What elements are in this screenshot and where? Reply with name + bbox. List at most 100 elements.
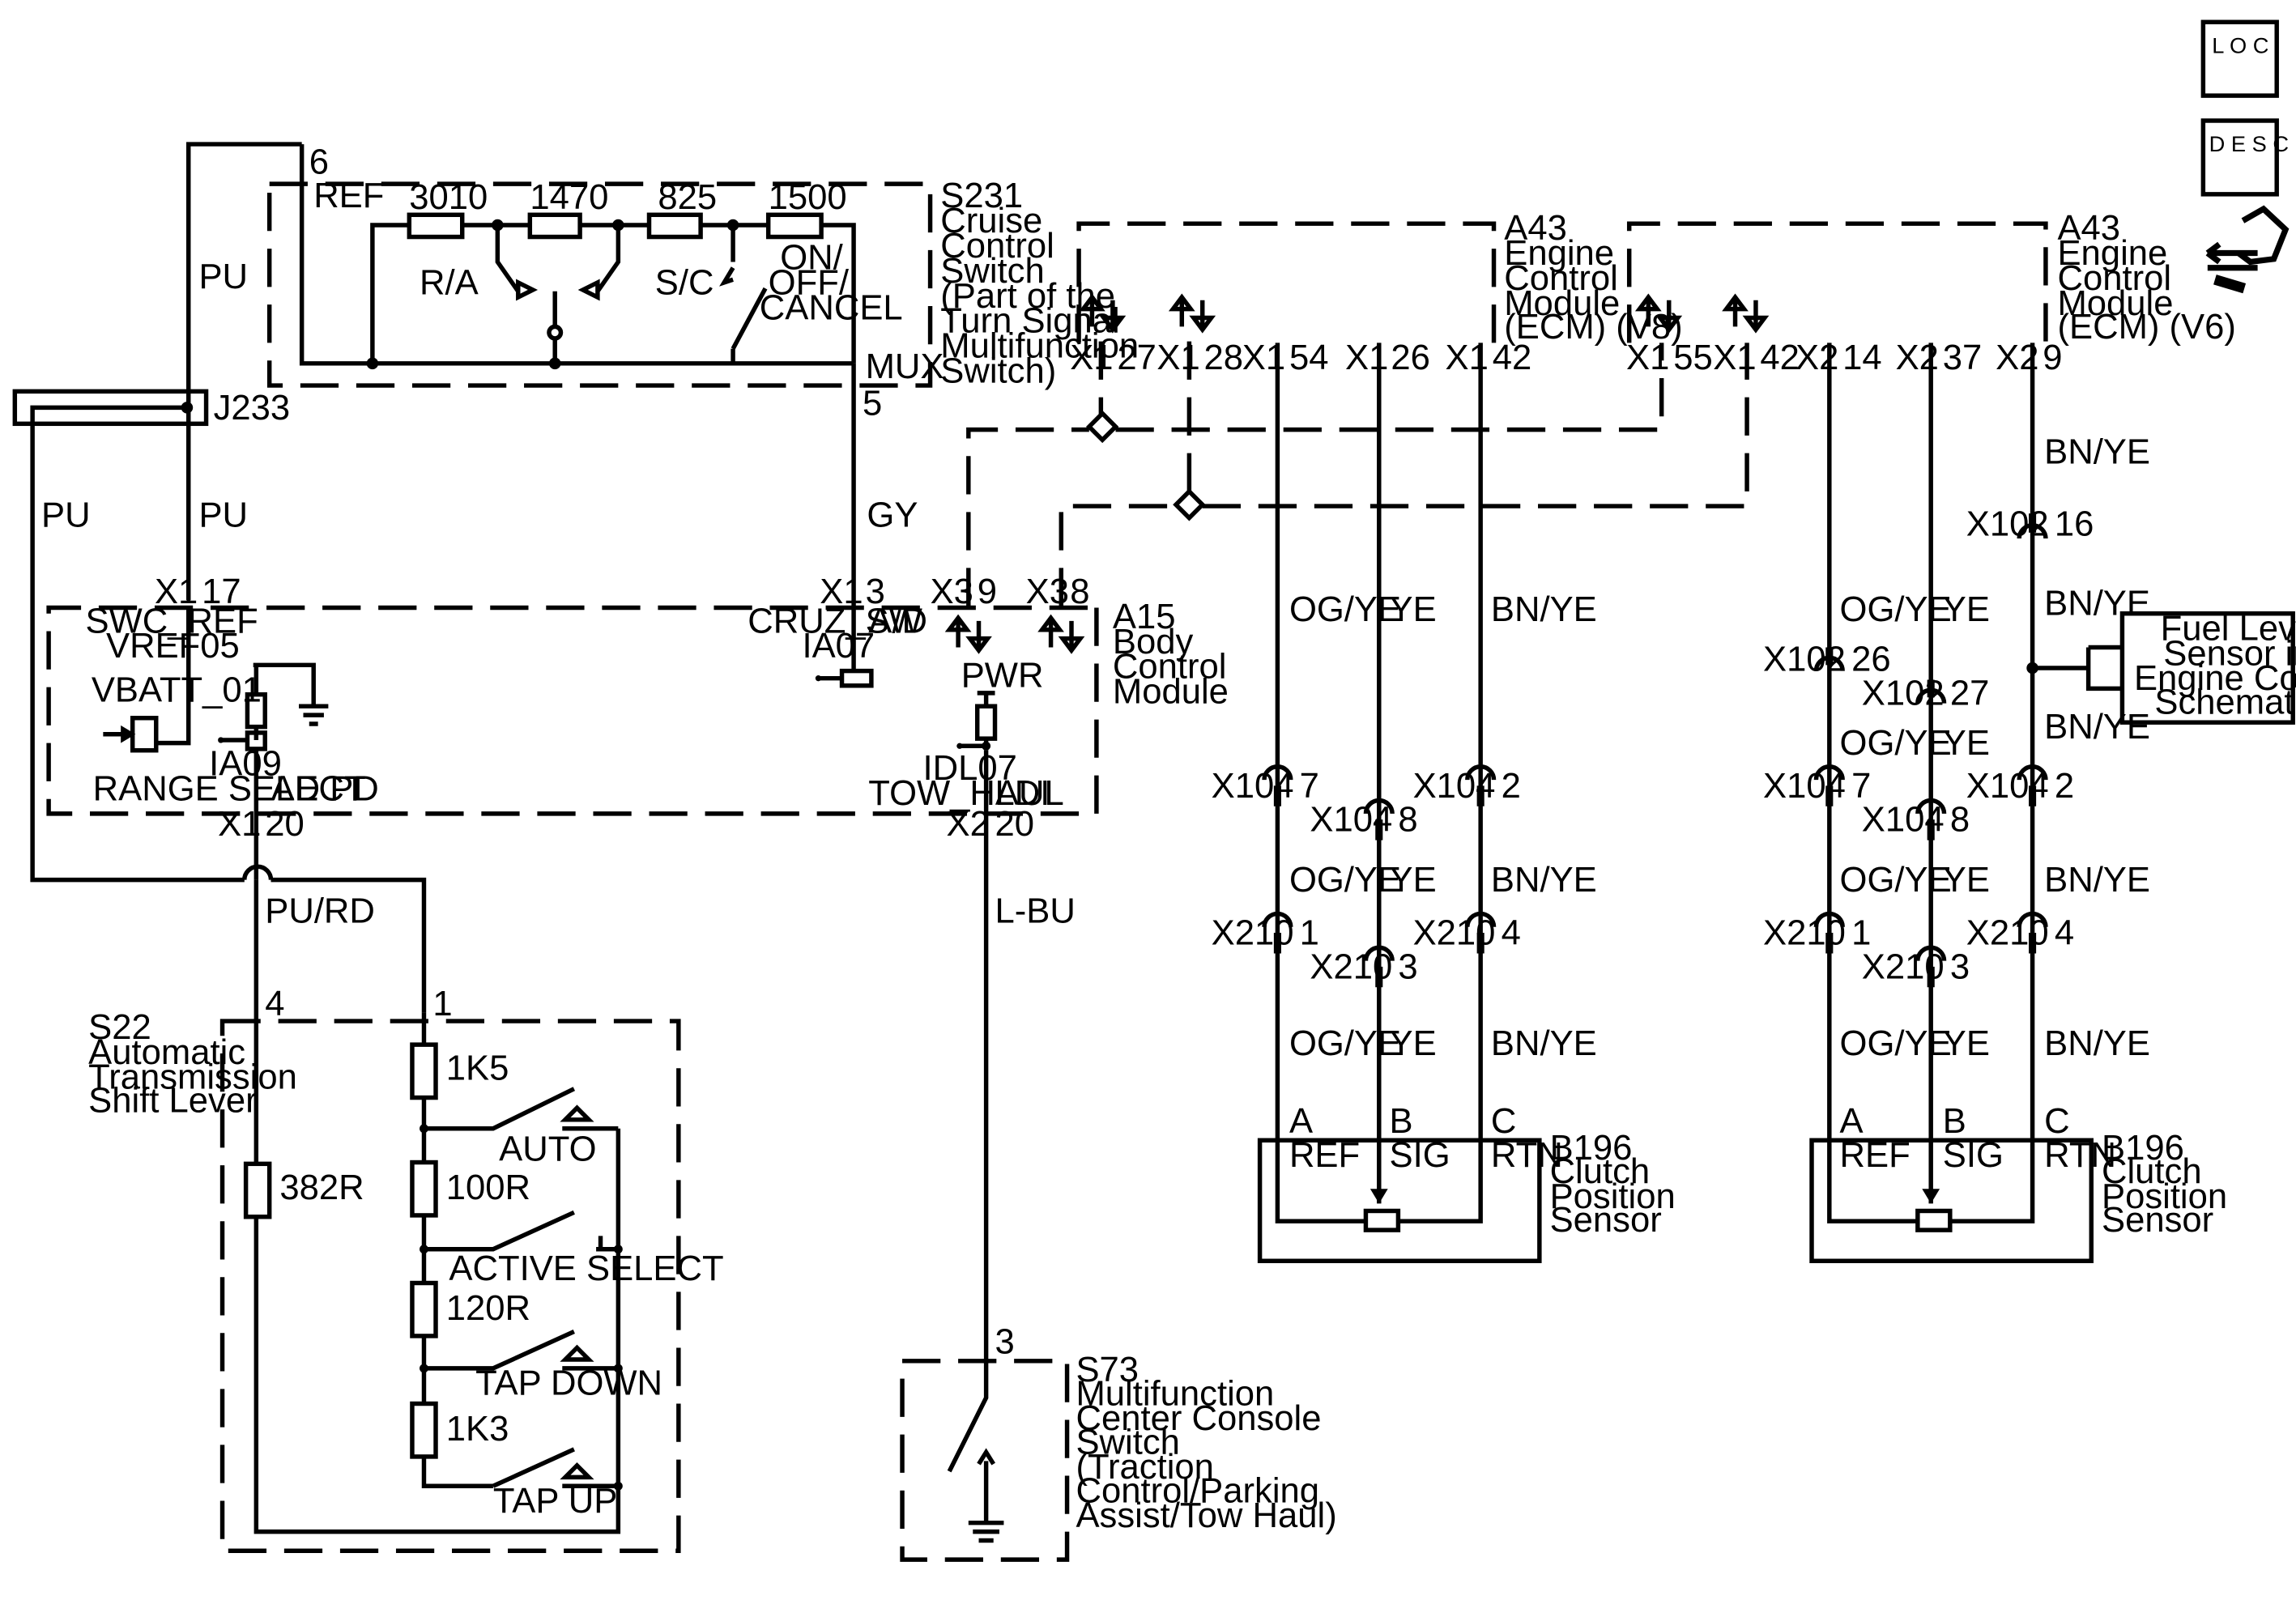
v8-x104-c: X104: [1413, 767, 1496, 806]
wire-label-gy: GY: [867, 496, 918, 535]
v6-x104-pin-2: 2: [2055, 767, 2074, 806]
v6-x104-pin-7: 7: [1851, 767, 1871, 806]
v8-wire-ye-2: YE: [1390, 861, 1437, 900]
wire-label-pu3: PU: [198, 496, 248, 535]
s22-shift-lever: 4 1 382R 1K5 100R 120R 1K3 AUTO ACTIVE S…: [88, 985, 724, 1553]
s73-pin-3: 3: [995, 1323, 1015, 1362]
a15-title-4: Module: [1113, 673, 1229, 712]
resistor-1470: 1470: [530, 178, 608, 217]
s22-pin-4: 4: [265, 985, 284, 1023]
v8-wire-ye-3: YE: [1390, 1024, 1437, 1063]
ecm-v6-pin-2: 42: [1760, 338, 1800, 377]
s73-title-7: Assist/Tow Haul): [1076, 1496, 1336, 1535]
s231-title-8: Switch): [940, 351, 1056, 390]
ecm-v6-pin-3-conn: X2: [1795, 338, 1838, 377]
b196-v6-clutch-sensor: A B C REF SIG RTN B196 Clutch Position S…: [1809, 1102, 2227, 1263]
s73-title-5: (Traction: [1076, 1448, 1213, 1487]
v8-wire-og-ye-2: OG/YE: [1289, 861, 1401, 900]
switch-label-cancel: CANCEL: [760, 288, 903, 327]
b196-v8-title-1: B196: [1550, 1129, 1633, 1168]
v8-x210-c: X210: [1413, 914, 1496, 953]
s231-title-1: S231: [940, 177, 1023, 215]
v6-x210-pin-3: 3: [1950, 947, 1970, 986]
v6-x104-pin-8: 8: [1950, 801, 1970, 840]
ecm-v6-pin-4: 37: [1943, 338, 1983, 377]
v6-x102-a: X102: [1966, 504, 2049, 543]
a15-body-control-module: X1 17 X1 3 X3 9 X3 8 SWC_REF VREF05 CRUZ…: [46, 572, 1229, 880]
wire-label-l-bu: L-BU: [995, 891, 1076, 930]
v6-sensor-wiring: BN/YE X102 16 OG/YE YE BN/YE X102 26 X10…: [1763, 343, 2296, 1223]
fuel-level-reference[interactable]: Fuel Level Sensor in Engine Controls Sch…: [2119, 609, 2296, 725]
a15-cruz-sw: CRUZ_SW: [748, 602, 922, 640]
v6-x210-pin-4: 4: [2055, 914, 2074, 953]
a15-x2-20-conn: X2: [947, 805, 990, 844]
a15-x3-8-pin: 8: [1070, 572, 1089, 611]
v8-x104-b: X104: [1310, 801, 1392, 840]
ecm-v6-title-2: Engine: [2057, 234, 2167, 273]
fuel-ref-line-1: Fuel Level: [2161, 609, 2296, 648]
resistor-100r: 100R: [446, 1168, 530, 1207]
b196-v6-title-4: Sensor: [2102, 1201, 2213, 1240]
v8-x104-pin-8: 8: [1398, 801, 1417, 840]
s231-title-7: Multifunction: [940, 327, 1139, 366]
b196-v6-pin-a: A: [1840, 1102, 1864, 1141]
v8-wire-og-ye-3: OG/YE: [1289, 1024, 1401, 1063]
resistor-1500: 1500: [769, 178, 847, 217]
a15-x3-9-conn: X3: [931, 572, 973, 611]
a15-title-1: A15: [1113, 598, 1176, 636]
b196-v6-title-2: Clutch: [2102, 1152, 2202, 1191]
s231-title-4: Switch: [940, 252, 1044, 291]
ecm-v6-title-1: A43: [2057, 209, 2120, 248]
v6-wire-og-ye-1: OG/YE: [1840, 590, 1952, 629]
b196-v8-pin-c: C: [1491, 1102, 1517, 1141]
v8-wire-bn-ye-1: BN/YE: [1491, 590, 1597, 629]
wire-pu-left: [30, 405, 245, 883]
switch-label-tap-down: TAP DOWN: [475, 1364, 662, 1403]
v6-wire-og-ye-3: OG/YE: [1840, 861, 1952, 900]
v8-wire-og-ye-1: OG/YE: [1289, 590, 1401, 629]
switch-label-active-select: ACTIVE SELECT: [449, 1249, 723, 1288]
fuel-ref-line-4: Schematics: [2154, 683, 2296, 721]
resistor-825: 825: [658, 178, 717, 217]
v6-x104-c: X104: [1966, 767, 2049, 806]
ecm-v6-pin-1-conn: X1: [1626, 338, 1669, 377]
v6-wire-ye-1: YE: [1943, 590, 1990, 629]
v6-wire-og-ye-4: OG/YE: [1840, 1024, 1952, 1063]
a15-x2-20-pin: 20: [995, 805, 1035, 844]
ecm-v8-title-4: Module: [1504, 284, 1620, 323]
ecm-v8-pin-1: 27: [1117, 338, 1157, 377]
s73-title-4: Switch: [1076, 1423, 1179, 1462]
resistor-120r: 120R: [446, 1289, 530, 1328]
b196-v8-pin-b: B: [1390, 1102, 1413, 1141]
b196-v8-clutch-sensor: A B C REF SIG RTN B196 Clutch Position S…: [1257, 1102, 1676, 1263]
desc-icon[interactable]: D E S C: [2200, 118, 2289, 197]
s73-title-3: Center Console: [1076, 1399, 1321, 1438]
ecm-v6-module: X1 55 X1 42 X2 14 X2 37 X2 9 A43 Engine …: [1626, 209, 2236, 377]
resistor-1k5: 1K5: [446, 1049, 509, 1088]
b196-v8-pin-a: A: [1289, 1102, 1313, 1141]
a15-x1-3-pin: 3: [866, 572, 885, 611]
v8-x104-a: X104: [1212, 767, 1294, 806]
v6-wire-bn-ye-4: BN/YE: [2044, 861, 2150, 900]
a15-ia07: IA07: [802, 627, 875, 666]
v8-x104-pin-2: 2: [1502, 767, 1521, 806]
a15-x1-17-conn: X1: [155, 572, 198, 611]
s231-pin-ref: 6: [309, 143, 329, 181]
wrench-arrow-icon[interactable]: [2205, 205, 2290, 294]
ecm-v6-title-3: Control: [2057, 259, 2171, 298]
switch-label-auto: AUTO: [499, 1130, 596, 1169]
v6-wire-bn-ye-3: BN/YE: [2044, 708, 2150, 747]
a15-ad: A/D: [868, 602, 927, 640]
s22-title-1: S22: [88, 1008, 151, 1047]
ecm-v8-pin-5: 42: [1493, 338, 1532, 377]
a15-ldi: LDI: [995, 774, 1050, 813]
a15-vref05: VREF05: [106, 627, 240, 666]
s231-ref-label: REF: [313, 177, 384, 215]
ecm-v6-pin-3: 14: [1842, 338, 1882, 377]
v6-wire-bn-ye-5: BN/YE: [2044, 1024, 2150, 1063]
a15-tow-haul: TOW_HAUL: [868, 774, 1064, 813]
switch-label-tap-up: TAP UP: [493, 1482, 617, 1521]
a15-x3-9-pin: 9: [978, 572, 997, 611]
loc-icon[interactable]: L O C: [2200, 19, 2279, 98]
b196-v6-pin-c: C: [2044, 1102, 2069, 1141]
